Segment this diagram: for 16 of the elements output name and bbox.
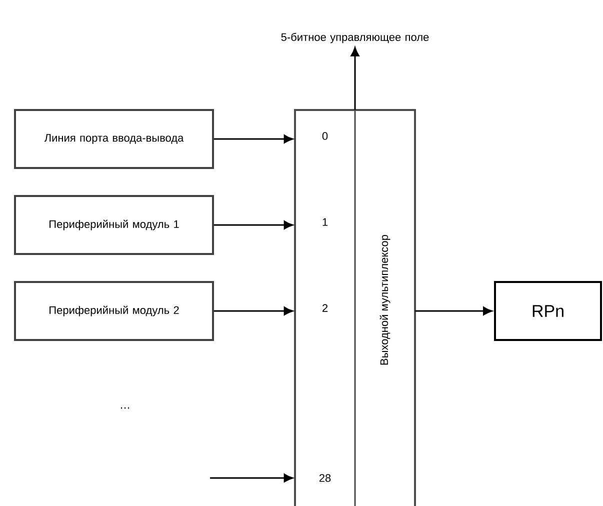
module-box: RPn xyxy=(494,281,602,341)
heading-text: 5-битное управляющее поле xyxy=(281,32,429,44)
module-box: Периферийный модуль 1 xyxy=(14,195,214,255)
input-number: 2 xyxy=(322,304,328,312)
input-number: 1 xyxy=(322,218,328,226)
arrow xyxy=(350,47,360,110)
arrow xyxy=(214,220,293,230)
module-box: Периферийный модуль 2 xyxy=(14,281,214,341)
arrow xyxy=(415,306,492,316)
module-box: Линия порта ввода-вывода xyxy=(14,109,214,169)
input-number: 28 xyxy=(319,474,331,482)
input-number: 0 xyxy=(322,132,328,140)
arrow xyxy=(214,306,293,316)
arrow xyxy=(210,474,293,482)
arrow xyxy=(214,134,293,144)
input-number: … xyxy=(121,407,129,409)
